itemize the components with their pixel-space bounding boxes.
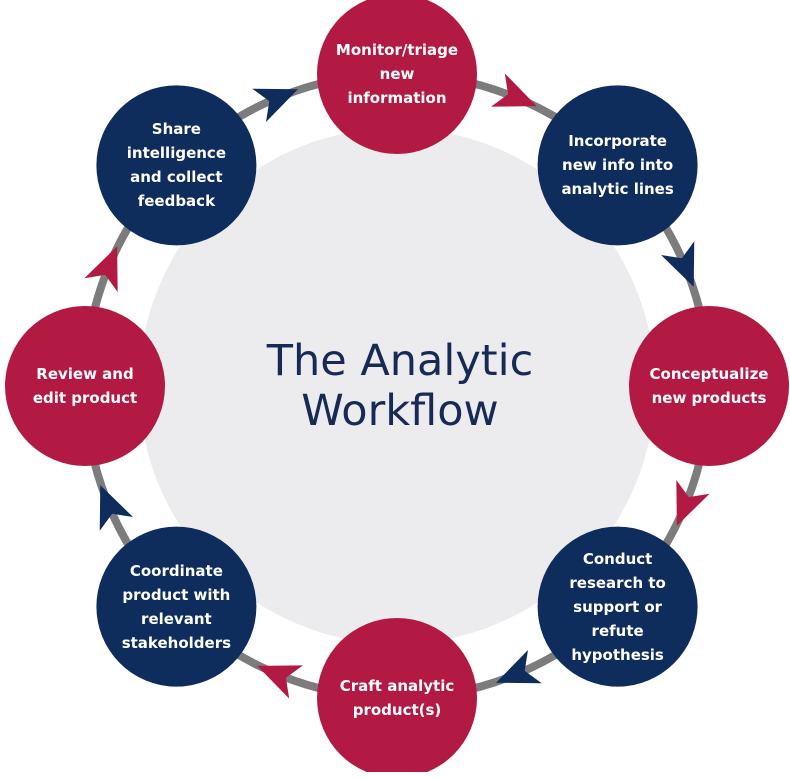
arrow-coordinate-to-review: [99, 485, 133, 531]
step-label-5: Craft analytic product(s): [339, 677, 455, 719]
step-label-4: Conduct research to support or refute hy…: [569, 549, 666, 664]
step-node-7: [5, 306, 165, 466]
step-node-4: [537, 526, 698, 687]
step-label-7: Review and edit product: [32, 365, 138, 407]
arrow-coordinate-to-review-head: [99, 485, 133, 531]
step-node-8: [96, 85, 257, 246]
step-label-2: Incorporate new info into analytic lines: [561, 132, 674, 199]
arrow-share-to-monitor: [252, 88, 298, 122]
step-node-1: [317, 0, 477, 154]
arrow-monitor-to-incorporate-head: [491, 73, 537, 107]
step-label-6: Coordinate product with relevant stakeho…: [121, 561, 232, 652]
arrow-review-to-share: [84, 246, 118, 292]
arrow-incorporate-to-conceptualize-head: [661, 241, 695, 287]
arrow-craft-to-coordinate-head: [257, 665, 303, 699]
step-node-2: [537, 85, 698, 246]
arrow-incorporate-to-conceptualize: [661, 241, 695, 287]
center-disc: [139, 128, 655, 644]
arrow-conduct-to-craft: [496, 650, 542, 684]
step-node-3: [629, 306, 789, 466]
arrow-monitor-to-incorporate: [491, 73, 537, 107]
step-label-8: Share intelligence and collect feedback: [126, 120, 226, 211]
step-node-5: [317, 618, 477, 778]
step-label-3: Conceptualize new products: [649, 365, 769, 407]
step-label-1: Monitor/triage new information: [335, 41, 459, 107]
step-node-6: [96, 526, 257, 687]
arrow-share-to-monitor-head: [252, 88, 298, 122]
arrow-conceptualize-to-conduct: [676, 480, 710, 526]
arrow-craft-to-coordinate: [257, 665, 303, 699]
diagram-title: The Analytic Workflow: [266, 336, 534, 436]
arrow-conduct-to-craft-head: [496, 650, 542, 684]
arrow-review-to-share-head: [84, 246, 118, 292]
arrow-conceptualize-to-conduct-head: [676, 480, 710, 526]
